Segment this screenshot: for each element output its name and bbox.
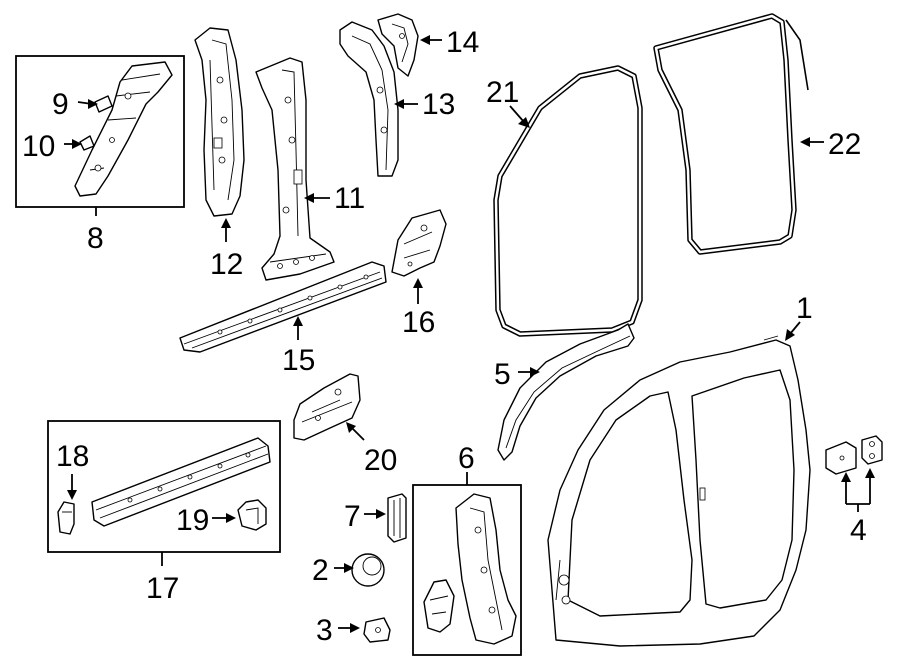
- part-13-pillar: [339, 21, 399, 177]
- callout-6: 6: [458, 442, 475, 475]
- callout-7: 7: [344, 500, 361, 533]
- callout-5: 5: [494, 358, 511, 391]
- callout-9: 9: [52, 88, 69, 121]
- callout-4: 4: [850, 514, 867, 547]
- callout-10: 10: [22, 130, 55, 163]
- part-3-plate: [363, 617, 391, 643]
- part-6-assembly: [423, 493, 517, 645]
- part-17-inner-rocker: [91, 437, 271, 527]
- callout-2: 2: [312, 554, 329, 587]
- callout-14: 14: [446, 26, 479, 59]
- callout-17: 17: [146, 572, 179, 605]
- part-2-bushing: [351, 553, 385, 587]
- part-14-bracket: [377, 13, 419, 77]
- callout-3: 3: [316, 614, 333, 647]
- part-8-reinforcement: [74, 61, 173, 197]
- callout-1: 1: [796, 292, 813, 325]
- callout-19: 19: [176, 504, 209, 537]
- inset-box-17: [47, 420, 281, 553]
- callout-15: 15: [282, 344, 315, 377]
- part-18-bracket: [57, 501, 75, 535]
- leader-lines: [64, 35, 875, 633]
- part-7-block: [387, 493, 407, 543]
- part-20-bracket: [293, 373, 361, 441]
- part-1-body-side: [547, 335, 811, 647]
- part-12-pillar: [194, 27, 245, 217]
- part-16-bracket: [391, 209, 447, 277]
- part-11-pillar: [255, 57, 335, 281]
- callout-8: 8: [87, 222, 104, 255]
- part-9-clip: [94, 95, 113, 113]
- part-15-rocker: [179, 261, 387, 353]
- callout-13: 13: [422, 88, 455, 121]
- part-19-bracket: [237, 499, 267, 531]
- part-10-clip: [79, 135, 95, 151]
- callout-22: 22: [828, 128, 861, 161]
- callout-11: 11: [334, 182, 365, 215]
- callout-21: 21: [486, 76, 519, 109]
- callout-16: 16: [402, 306, 435, 339]
- part-21-seal: [493, 65, 643, 337]
- part-22-seal: [653, 13, 809, 255]
- callout-20: 20: [364, 444, 397, 477]
- part-4-hinge: [825, 435, 883, 475]
- callout-12: 12: [210, 248, 243, 281]
- callout-18: 18: [56, 440, 89, 473]
- inset-box-8: [15, 55, 185, 208]
